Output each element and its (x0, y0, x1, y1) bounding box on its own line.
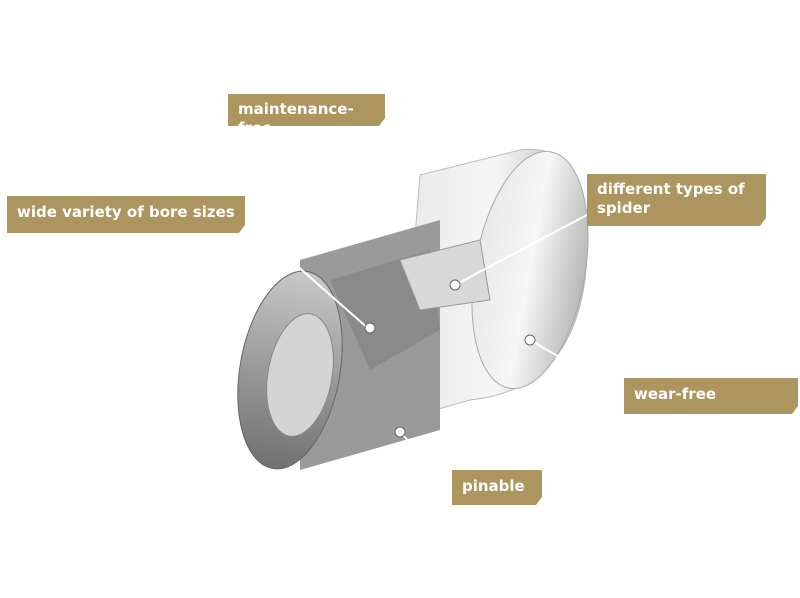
label-spider-types: different types of spider (587, 174, 766, 226)
pointer-bore (244, 219, 371, 331)
pointer-pinable (399, 431, 453, 488)
pointer-dot-wear (524, 334, 536, 346)
label-maintenance-free: maintenance-free (228, 94, 385, 126)
label-pinable: pinable (452, 470, 542, 505)
spider (399, 239, 491, 311)
pointer-dot-spider (449, 279, 461, 291)
label-wear-free: wear-free (624, 378, 798, 414)
pointer-spider (454, 214, 588, 286)
label-bore-sizes: wide variety of bore sizes (7, 196, 245, 233)
pointer-dot-pinable (394, 426, 406, 438)
bore (266, 313, 334, 437)
pointer-wear (529, 339, 625, 396)
pointer-dot-bore (364, 322, 376, 334)
